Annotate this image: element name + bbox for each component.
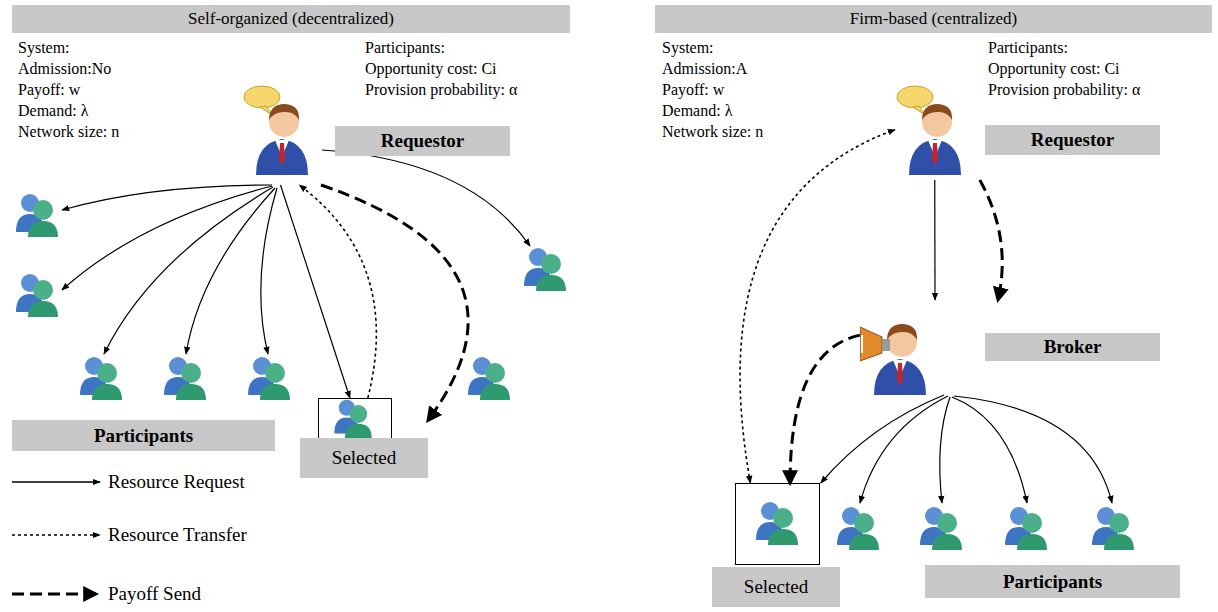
transfer-arrow (299, 185, 376, 398)
label-band: Broker (985, 333, 1160, 361)
participant-icon (80, 357, 122, 400)
participant-icon (16, 274, 58, 317)
legend-sample (12, 593, 96, 596)
requestor-icon (897, 86, 961, 175)
payoff-arrow (790, 335, 860, 483)
group-label: Participants (925, 565, 1180, 598)
participant-icon (1005, 507, 1047, 550)
participant-icon (837, 507, 879, 550)
info-text: Provision probability: α (365, 80, 517, 100)
request-arrow (821, 395, 944, 483)
payoff-arrow (321, 185, 468, 420)
legend-text: Payoff Send (108, 582, 201, 606)
info-text: Payoff: w (662, 80, 724, 100)
label-band: Selected (300, 438, 428, 478)
request-arrow (281, 185, 350, 398)
payoff-arrow (980, 180, 1002, 300)
selected-frame (735, 483, 820, 565)
panel-header: Firm-based (centralized) (655, 5, 1212, 33)
request-arrows (860, 396, 1112, 503)
node-text: Self-organized (decentralized) (188, 9, 394, 29)
selected-box: Selected (300, 398, 428, 478)
node-text: Selected (332, 447, 396, 469)
broker-icon (860, 324, 926, 395)
participant-icon (1092, 507, 1134, 550)
node-text: Broker (1044, 336, 1102, 358)
legend-sample (12, 481, 100, 482)
node-text: Firm-based (centralized) (850, 9, 1018, 29)
participant-icon (920, 507, 962, 550)
info-text: System: (18, 38, 70, 58)
info-text: Participants: (365, 38, 445, 58)
node-text: Requestor (1031, 129, 1114, 151)
info-text: Network size: n (662, 122, 763, 142)
label-band: Selected (712, 567, 840, 607)
request-arrow (934, 180, 935, 300)
participant-icon (16, 194, 58, 237)
participant-icon (334, 400, 371, 438)
info-text: Admission:No (18, 59, 111, 79)
legend-text: Resource Transfer (108, 523, 247, 547)
actor-box: Requestor (240, 85, 510, 185)
node-text: Selected (744, 576, 808, 598)
info-text: Network size: n (18, 122, 119, 142)
legend-text: Resource Request (108, 470, 245, 494)
participant-icon (756, 502, 798, 545)
request-arrows (62, 150, 530, 354)
info-text: Demand: λ (18, 101, 88, 121)
info-text: Provision probability: α (988, 80, 1140, 100)
actor-box: Broker (860, 300, 1160, 395)
participant-icon (164, 357, 206, 400)
info-text: System: (662, 38, 714, 58)
group-label: Participants (12, 420, 275, 451)
info-text: Admission:A (662, 59, 747, 79)
requestor-icon (244, 86, 308, 175)
panel-header: Self-organized (decentralized) (12, 5, 570, 33)
label-band: Requestor (985, 125, 1160, 155)
node-text: Requestor (381, 130, 464, 152)
node-text: Participants (1003, 571, 1102, 593)
info-text: Payoff: w (18, 80, 80, 100)
participant-icon (468, 357, 510, 400)
legend-sample (12, 534, 100, 536)
info-text: Demand: λ (662, 101, 732, 121)
info-text: Opportunity cost: Ci (988, 59, 1120, 79)
transfer-arrow (740, 130, 895, 483)
participant-icon (524, 248, 566, 291)
label-band: Requestor (335, 126, 510, 156)
participant-icon (248, 357, 290, 400)
info-text: Opportunity cost: Ci (365, 59, 497, 79)
node-text: Participants (94, 425, 193, 447)
actor-box: Requestor (895, 85, 1160, 180)
selected-box: Selected (712, 483, 840, 608)
info-text: Participants: (988, 38, 1068, 58)
